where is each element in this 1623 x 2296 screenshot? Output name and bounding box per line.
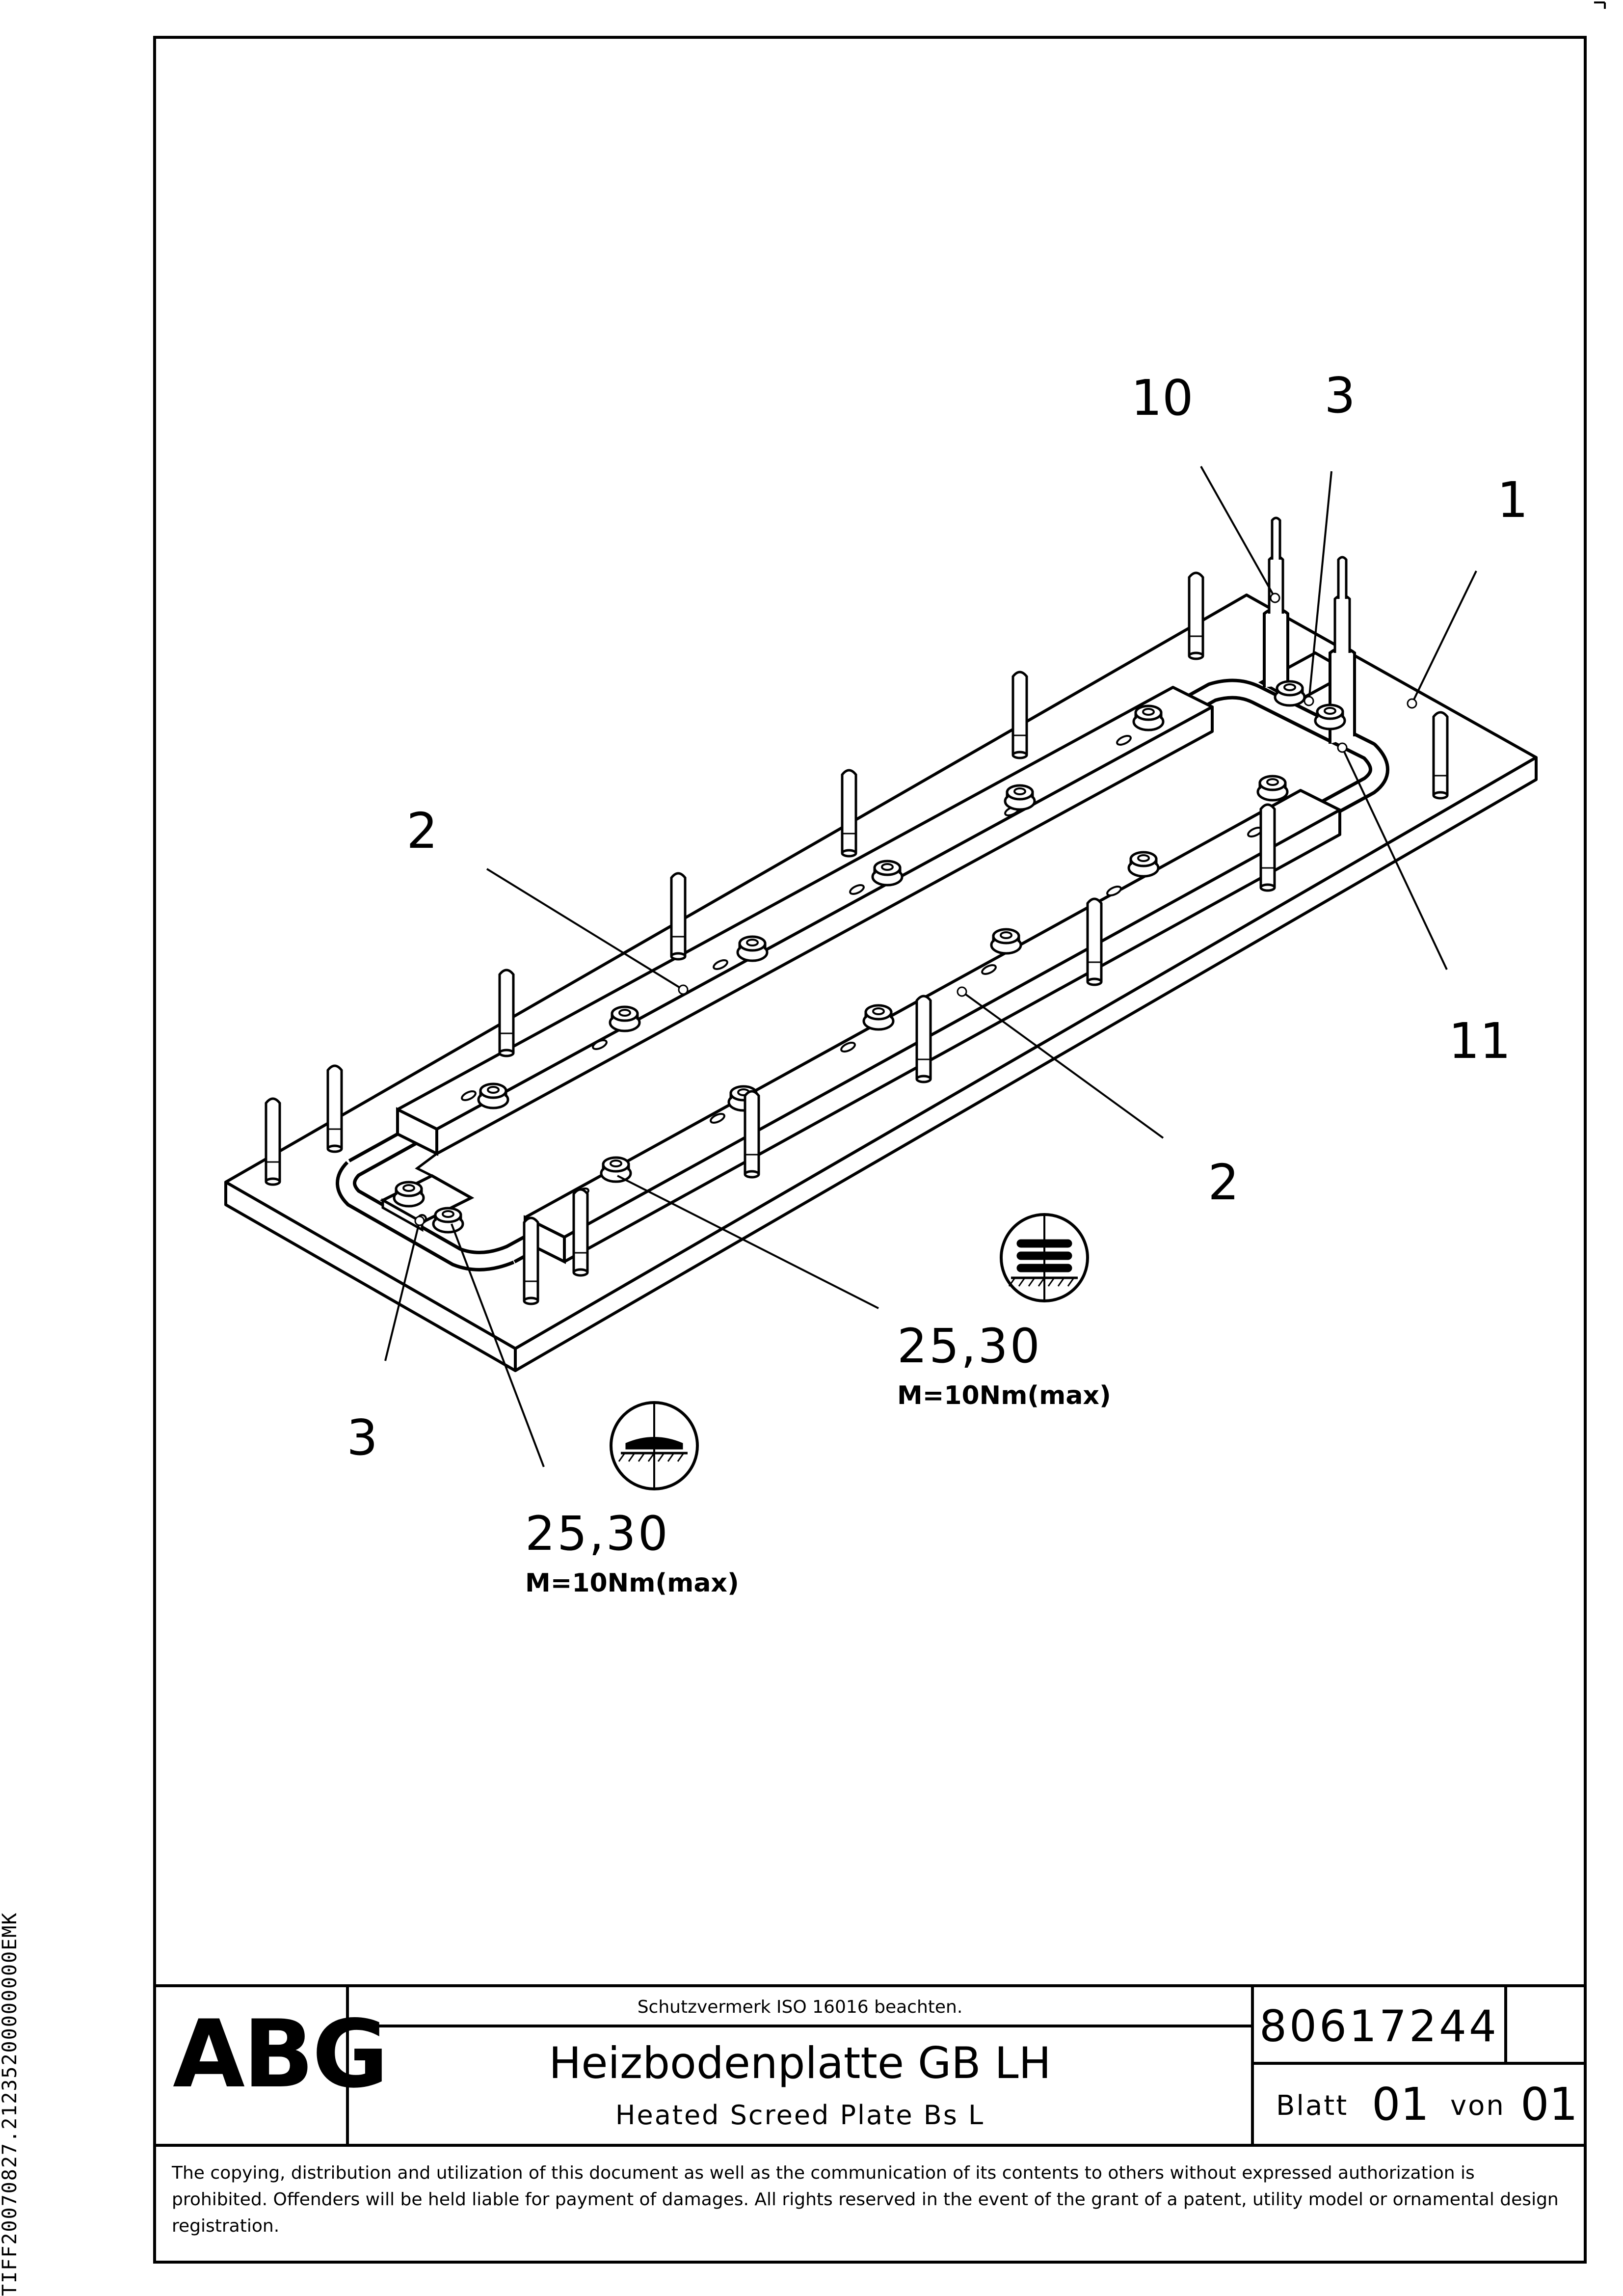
callout-10: 10 bbox=[1131, 369, 1193, 427]
sheet-number: 01 bbox=[1372, 2078, 1430, 2131]
drawing-frame bbox=[153, 36, 1587, 2264]
torque-parts-left: 25,30 bbox=[525, 1506, 670, 1561]
sheet-total: 01 bbox=[1520, 2078, 1578, 2131]
company-logo-abg: ABG bbox=[173, 2000, 389, 2108]
torque-symbol-left bbox=[610, 1401, 699, 1490]
leader-lines bbox=[384, 466, 1477, 1467]
title-block bbox=[155, 1984, 1585, 2147]
callout-3-bottom: 3 bbox=[346, 1409, 378, 1466]
copyright-notice: The copying, distribution and utilizatio… bbox=[172, 2163, 1559, 2236]
side-document-code: TIFF20070827.21235200000000EMK bbox=[0, 1912, 21, 2296]
callout-2-bottom: 2 bbox=[1208, 1154, 1239, 1211]
drawing-subtitle: Heated Screed Plate Bs L bbox=[615, 2100, 985, 2131]
heating-element bbox=[336, 678, 1389, 1271]
screed-plate-assembly bbox=[224, 516, 1538, 1372]
terminal-group-right bbox=[1258, 516, 1356, 744]
drawing-title: Heizbodenplatte GB LH bbox=[549, 2038, 1051, 2088]
terminal-clamp-left bbox=[379, 1174, 475, 1232]
callout-1: 1 bbox=[1497, 471, 1528, 529]
torque-value-left: M=10Nm(max) bbox=[525, 1568, 739, 1598]
torque-symbol-right bbox=[1000, 1213, 1089, 1302]
callout-3-top: 3 bbox=[1324, 367, 1356, 424]
callout-2-top: 2 bbox=[406, 802, 438, 860]
sheet-label: Blatt bbox=[1276, 2090, 1349, 2122]
protection-notice: Schutzvermerk ISO 16016 beachten. bbox=[637, 1997, 963, 2017]
torque-parts-right: 25,30 bbox=[897, 1319, 1042, 1374]
document-number: 80617244 bbox=[1259, 2001, 1499, 2052]
of-label: von bbox=[1450, 2090, 1505, 2122]
callout-11: 11 bbox=[1448, 1012, 1511, 1070]
torque-value-right: M=10Nm(max) bbox=[897, 1381, 1111, 1410]
